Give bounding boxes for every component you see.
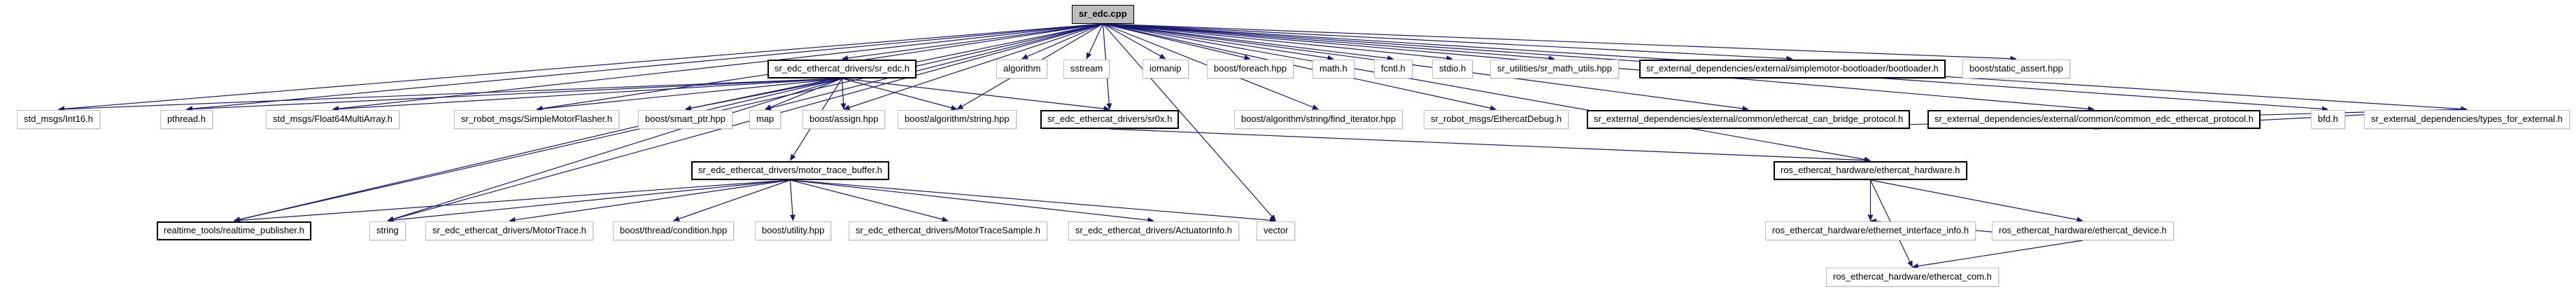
graph-node-find_iterator[interactable]: boost/algorithm/string/find_iterator.hpp xyxy=(1234,110,1403,129)
graph-node-actuator_info[interactable]: sr_edc_ethercat_drivers/ActuatorInfo.h xyxy=(1068,221,1240,240)
edge-sr_edc_h-to-pthread xyxy=(186,78,842,112)
edge-sr_edc_cpp-to-pthread xyxy=(186,23,1103,112)
edge-sr_edc_cpp-to-bootloader xyxy=(1103,23,1793,62)
edge-sr_edc_h-to-smart_ptr xyxy=(685,78,842,111)
edge-sr_edc_h-to-float64 xyxy=(332,78,842,112)
edge-motor_trace_buffer-to-motor_trace xyxy=(509,179,791,223)
graph-node-fcntl_h[interactable]: fcntl.h xyxy=(1374,60,1413,78)
graph-node-string[interactable]: string xyxy=(369,221,406,240)
graph-node-map[interactable]: map xyxy=(749,110,781,129)
edge-ethercat_hardware-to-ethercat_device xyxy=(1870,179,2083,223)
edge-sr_edc_cpp-to-fcntl_h xyxy=(1103,23,1394,61)
graph-node-int16[interactable]: std_msgs/Int16.h xyxy=(17,110,100,129)
graph-node-stdio_h[interactable]: stdio.h xyxy=(1432,60,1473,78)
graph-node-smart_ptr[interactable]: boost/smart_ptr.hpp xyxy=(638,110,733,129)
edge-sr_edc_h-to-sr0x xyxy=(842,78,1110,112)
graph-node-flasher[interactable]: sr_robot_msgs/SimpleMotorFlasher.h xyxy=(454,110,620,129)
edge-sr_edc_cpp-to-sr_edc_h xyxy=(842,23,1103,61)
graph-node-motor_trace[interactable]: sr_edc_ethercat_drivers/MotorTrace.h xyxy=(425,221,593,240)
edge-sr_edc_cpp-to-ethercat_hardware xyxy=(1103,23,1871,163)
edge-sr_edc_cpp-to-sstream xyxy=(1086,23,1104,60)
graph-node-ethercat_hardware[interactable]: ros_ethercat_hardware/ethercat_hardware.… xyxy=(1774,161,1967,180)
graph-node-ethercat_com[interactable]: ros_ethercat_hardware/ethercat_com.h xyxy=(1826,268,1999,287)
edge-sr_edc_cpp-to-algorithm xyxy=(1021,23,1103,60)
edge-sr_edc_cpp-to-static_assert xyxy=(1103,23,2017,62)
graph-node-algo_string[interactable]: boost/algorithm/string.hpp xyxy=(898,110,1017,129)
graph-node-common_edc[interactable]: sr_external_dependencies/external/common… xyxy=(1927,110,2260,129)
edge-sr_edc_h-to-int16 xyxy=(58,78,842,112)
edge-sr_edc_cpp-to-float64 xyxy=(332,23,1103,112)
graph-node-sstream[interactable]: sstream xyxy=(1063,60,1110,78)
graph-node-utility[interactable]: boost/utility.hpp xyxy=(755,221,832,240)
graph-node-pthread[interactable]: pthread.h xyxy=(160,110,213,129)
graph-node-ethercat_debug[interactable]: sr_robot_msgs/EthercatDebug.h xyxy=(1424,110,1569,129)
edge-sr_edc_h-to-realtime_publisher xyxy=(234,78,842,222)
edge-motor_trace_buffer-to-utility xyxy=(789,179,795,221)
edge-motor_trace_buffer-to-string xyxy=(387,179,791,224)
graph-node-realtime_publisher[interactable]: realtime_tools/realtime_publisher.h xyxy=(157,221,311,240)
edge-motor_trace_buffer-to-condition xyxy=(673,179,791,221)
edge-sr0x-to-ethercat_hardware xyxy=(1109,128,1871,163)
graph-node-foreach[interactable]: boost/foreach.hpp xyxy=(1207,60,1294,78)
graph-node-condition[interactable]: boost/thread/condition.hpp xyxy=(613,221,735,240)
edge-sr_edc_h-to-flasher xyxy=(536,78,842,112)
edge-motor_trace_buffer-to-motor_trace_sample xyxy=(790,179,949,222)
edge-motor_trace_buffer-to-realtime_publisher xyxy=(234,179,791,224)
edge-ethercat_device-to-ethercat_com xyxy=(1912,240,2083,269)
edge-motor_trace_buffer-to-vector xyxy=(790,179,1276,224)
graph-node-math_h[interactable]: math.h xyxy=(1312,60,1354,78)
edge-sr_edc_h-to-algo_string xyxy=(842,78,958,111)
edge-sr_edc_cpp-to-math_h xyxy=(1103,23,1334,61)
graph-node-float64[interactable]: std_msgs/Float64MultiArray.h xyxy=(266,110,399,129)
edge-motor_trace_buffer-to-actuator_info xyxy=(790,179,1154,224)
graph-node-vector[interactable]: vector xyxy=(1257,221,1296,240)
graph-node-static_assert[interactable]: boost/static_assert.hpp xyxy=(1962,60,2070,78)
graph-node-motor_trace_buffer[interactable]: sr_edc_ethercat_drivers/motor_trace_buff… xyxy=(691,161,889,180)
edge-sr_edc_h-to-map xyxy=(765,78,842,110)
graph-node-sr0x[interactable]: sr_edc_ethercat_drivers/sr0x.h xyxy=(1040,110,1180,129)
graph-node-types_for_external[interactable]: sr_external_dependencies/types_for_exter… xyxy=(2364,110,2570,129)
edge-sr_edc_cpp-to-foreach xyxy=(1103,23,1251,60)
graph-node-bfd_h[interactable]: bfd.h xyxy=(2311,110,2345,129)
graph-node-ethercat_device[interactable]: ros_ethercat_hardware/ethercat_device.h xyxy=(1992,221,2174,240)
graph-node-sr_edc_h[interactable]: sr_edc_ethercat_drivers/sr_edc.h xyxy=(767,60,917,78)
graph-node-algorithm[interactable]: algorithm xyxy=(996,60,1048,78)
graph-node-can_bridge[interactable]: sr_external_dependencies/external/common… xyxy=(1587,110,1911,129)
graph-node-ethernet_iface[interactable]: ros_ethercat_hardware/ethernet_interface… xyxy=(1765,221,1976,240)
graph-node-motor_trace_sample[interactable]: sr_edc_ethercat_drivers/MotorTraceSample… xyxy=(849,221,1047,240)
edge-sr_edc_cpp-to-stdio_h xyxy=(1103,23,1453,62)
graph-node-math_utils[interactable]: sr_utilities/sr_math_utils.hpp xyxy=(1490,60,1620,78)
edge-sr_edc_cpp-to-int16 xyxy=(58,23,1103,112)
graph-node-bootloader[interactable]: sr_external_dependencies/external/simple… xyxy=(1639,60,1946,78)
edge-sr_edc_cpp-to-math_utils xyxy=(1103,23,1555,62)
graph-node-sr_edc_cpp[interactable]: sr_edc.cpp xyxy=(1072,5,1134,24)
graph-node-assign[interactable]: boost/assign.hpp xyxy=(802,110,886,129)
edge-sr_edc_cpp-to-iomanip xyxy=(1103,23,1166,60)
edge-sr_edc_h-to-string xyxy=(387,78,842,222)
graph-node-iomanip[interactable]: iomanip xyxy=(1142,60,1189,78)
edge-sr_edc_h-to-assign xyxy=(840,78,847,110)
